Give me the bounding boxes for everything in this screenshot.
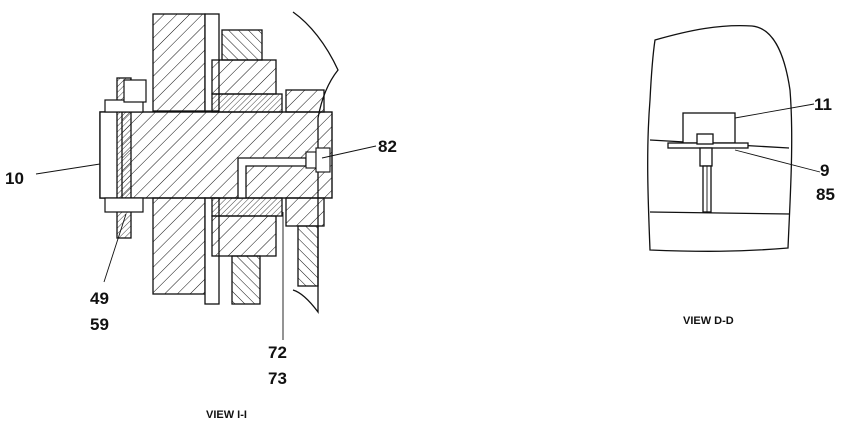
view-d-section bbox=[647, 24, 821, 252]
callout-73: 73 bbox=[268, 369, 287, 388]
callout-85: 85 bbox=[816, 185, 835, 204]
callout-49: 49 bbox=[90, 289, 109, 308]
view-i-caption: VIEW I-I bbox=[206, 409, 247, 421]
callout-11: 11 bbox=[814, 95, 832, 114]
view-i-section bbox=[35, 11, 377, 340]
callout-9: 9 bbox=[820, 161, 829, 180]
view-d-caption: VIEW D-D bbox=[683, 315, 734, 327]
callout-72: 72 bbox=[268, 343, 287, 362]
callout-10: 10 bbox=[5, 169, 24, 188]
callout-82: 82 bbox=[378, 137, 397, 156]
callout-59: 59 bbox=[90, 315, 109, 334]
